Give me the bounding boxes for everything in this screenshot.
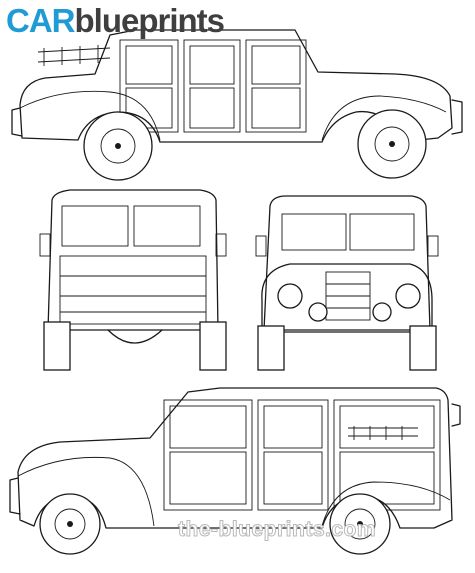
side-view-top — [11, 29, 463, 181]
watermark-text: the-blueprints.com — [177, 518, 377, 542]
logo-blueprints-text: blueprints — [74, 2, 226, 39]
front-view — [255, 195, 439, 371]
logo-car-text: CAR — [6, 2, 75, 39]
side-view-bottom — [9, 387, 461, 555]
car-blueprints-logo: CARblueprints — [6, 2, 226, 40]
rear-view — [39, 189, 227, 371]
